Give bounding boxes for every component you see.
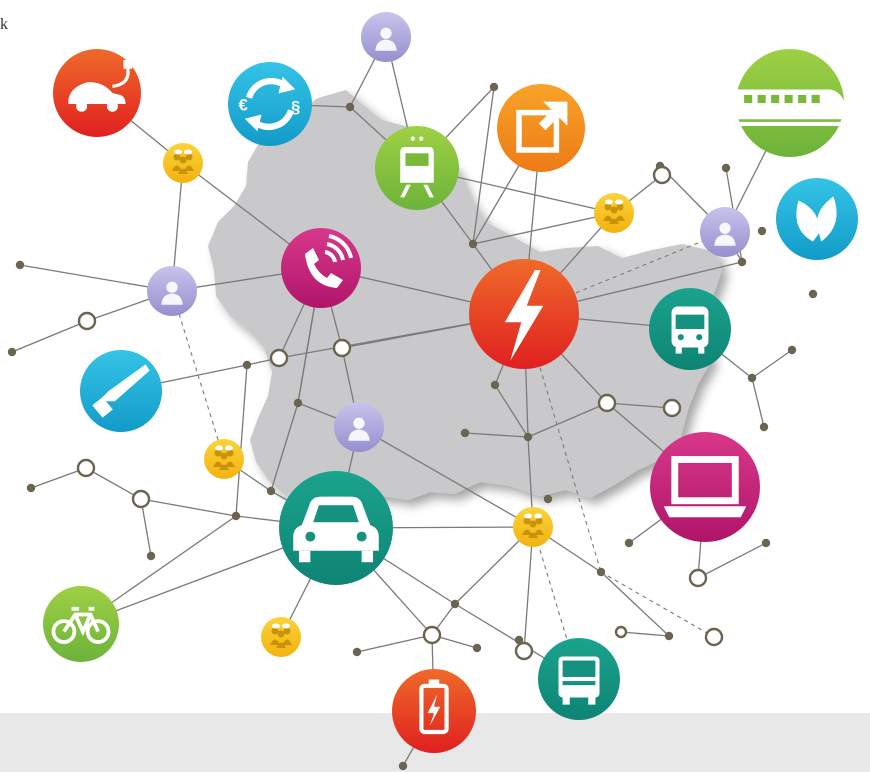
connector-line xyxy=(464,432,529,438)
phone-icon xyxy=(281,228,361,308)
dashed-connector xyxy=(523,313,602,573)
connector-line xyxy=(11,320,88,353)
junction-dot xyxy=(489,82,499,92)
bus-icon xyxy=(649,288,731,370)
junction-ring xyxy=(614,625,628,639)
connector-line xyxy=(494,384,529,438)
junction-dot xyxy=(7,347,17,357)
connector-line xyxy=(19,264,173,292)
connector-line xyxy=(527,402,608,438)
junction-ring xyxy=(704,627,724,647)
connector-line xyxy=(751,377,765,428)
junction-dot xyxy=(146,551,156,561)
bicycle-icon xyxy=(43,586,119,662)
junction-ring xyxy=(652,165,672,185)
junction-ring xyxy=(77,311,97,331)
junction-dot xyxy=(242,360,252,370)
junction-dot xyxy=(293,398,303,408)
junction-dot xyxy=(398,761,408,771)
junction-dot xyxy=(761,538,771,548)
junction-dot xyxy=(450,599,460,609)
person-icon-right xyxy=(700,207,750,257)
person-icon-left xyxy=(147,266,197,316)
junction-dot xyxy=(664,631,674,641)
share-icon xyxy=(497,84,585,172)
junction-dot xyxy=(787,345,797,355)
battery-icon xyxy=(392,669,476,753)
junction-dot xyxy=(472,643,482,653)
junction-ring xyxy=(76,458,96,478)
connector-line xyxy=(30,467,87,489)
connector-line xyxy=(235,364,248,517)
group-icon-3 xyxy=(204,439,244,479)
group-icon-2 xyxy=(594,193,634,233)
junction-ring xyxy=(688,568,708,588)
tram-icon xyxy=(375,126,459,210)
junction-ring xyxy=(514,641,534,661)
junction-dot xyxy=(26,483,36,493)
connector-line xyxy=(140,498,152,557)
lightning-icon xyxy=(469,259,579,369)
connector-line xyxy=(697,542,767,579)
connector-line xyxy=(751,349,793,379)
junction-dot xyxy=(523,432,533,442)
junction-ring xyxy=(422,625,442,645)
junction-dot xyxy=(514,635,524,645)
junction-dot xyxy=(737,257,747,267)
junction-dot xyxy=(468,239,478,249)
truck-icon xyxy=(538,638,620,720)
currency-exchange-icon: €§ xyxy=(228,62,312,146)
group-icon-1 xyxy=(163,143,203,183)
connector-line xyxy=(356,634,433,653)
connector-line xyxy=(270,402,299,492)
junction-dot xyxy=(460,428,470,438)
junction-dot xyxy=(757,226,767,236)
saw-icon xyxy=(80,350,162,432)
junction-dot xyxy=(808,289,818,299)
connector-line xyxy=(620,631,670,637)
junction-dot xyxy=(543,494,553,504)
connector-line xyxy=(606,402,673,409)
junction-dot xyxy=(231,511,241,521)
junction-dot xyxy=(721,163,731,173)
connector-line xyxy=(472,212,615,245)
junction-dot xyxy=(759,422,769,432)
junction-ring xyxy=(597,393,617,413)
laptop-icon xyxy=(650,432,760,542)
connector-line xyxy=(140,498,237,517)
svg-text:€: € xyxy=(239,95,249,114)
electric-car-icon xyxy=(53,49,141,137)
leaf-icon xyxy=(776,178,858,260)
car-icon xyxy=(279,471,393,585)
junction-dot xyxy=(596,567,606,577)
junction-dot xyxy=(266,486,276,496)
junction-dot xyxy=(624,538,634,548)
group-icon-5 xyxy=(261,617,301,657)
junction-dot xyxy=(747,373,757,383)
person-icon-center xyxy=(334,402,384,452)
group-icon-4 xyxy=(513,507,553,547)
person-icon-top xyxy=(361,12,411,62)
junction-ring xyxy=(131,489,151,509)
train-icon xyxy=(736,49,847,157)
connector-line xyxy=(600,571,670,637)
dashed-connector xyxy=(600,571,715,638)
junction-dot xyxy=(15,260,25,270)
dashed-connector xyxy=(171,290,225,460)
junction-dot xyxy=(490,380,500,390)
junction-ring xyxy=(332,338,352,358)
connector-line xyxy=(472,86,495,245)
corner-text: k xyxy=(0,16,8,33)
dashed-connector xyxy=(532,526,580,680)
connector-line xyxy=(358,426,534,528)
junction-ring xyxy=(269,348,289,368)
svg-text:§: § xyxy=(291,97,300,116)
connector-line xyxy=(523,526,534,652)
junction-ring xyxy=(662,398,682,418)
junction-dot xyxy=(352,647,362,657)
junction-dot xyxy=(345,102,355,112)
connector-line xyxy=(85,467,142,500)
